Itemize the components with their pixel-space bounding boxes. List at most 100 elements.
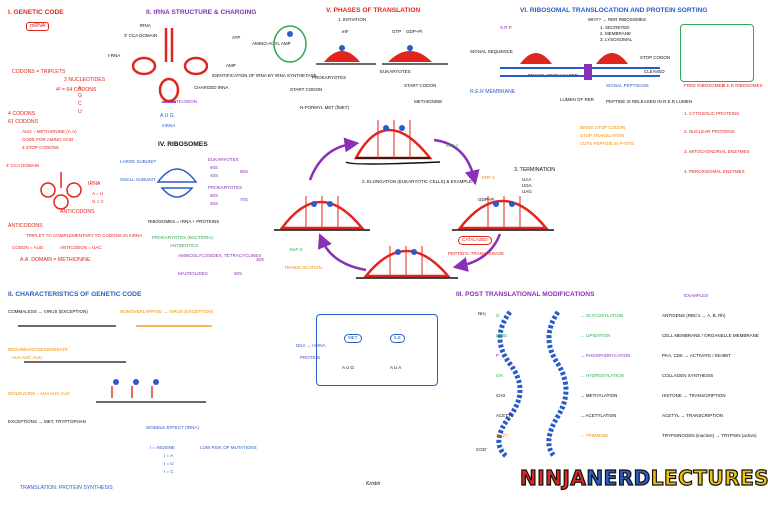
peptidyl-transferase: PEPTIDYL TRANSFERASE xyxy=(448,251,505,256)
initiation-label: 1. INITIATION xyxy=(338,17,367,22)
ptm-label-5: → ACETYLATION xyxy=(580,413,617,418)
base-g: G xyxy=(78,93,83,99)
anticodon-uac: ANTICODON = UAC xyxy=(60,245,102,250)
gdp-pi-label: GDP+Pi xyxy=(478,197,495,202)
trna-structure-title: II. tRNA STRUCTURE & CHARGING xyxy=(146,9,257,16)
termination-label: 3. TERMINATION xyxy=(514,167,556,173)
why-label: WHY? → RER RIBOSOMES xyxy=(588,17,647,22)
free-list-4: 4. PEROXISOMAL ENZYMES xyxy=(684,169,745,174)
trna-cloverleaf-large xyxy=(132,28,208,103)
wobble-note: LOW RISK OF MUTATIONS xyxy=(200,445,257,450)
trna-cloverleaf-small xyxy=(40,172,82,210)
ptm-group-1: LIPID xyxy=(496,333,508,338)
ptm-group-3: OH xyxy=(496,373,503,378)
commaless: COMMALESS → VIRUS (EXCEPTION) xyxy=(8,309,88,314)
ile-badge: ILE xyxy=(390,334,405,343)
ptm-example-1: CELL MEMBRANE / ORGANELLE MEMBRANE xyxy=(662,333,759,338)
free-list-3: 3. MITOCHONDRIAL ENZYMES xyxy=(684,149,750,154)
prokaryotes-ribo: PROKARYOTES xyxy=(208,185,243,190)
codon-type-2: CODE FOR AMINO ACID xyxy=(22,137,74,142)
eef2-label: EeF-2 xyxy=(290,247,303,252)
pair-gc: G ≡ C xyxy=(92,199,104,204)
s60: 60S xyxy=(210,165,219,170)
macrolides: MACROLIDES xyxy=(178,271,208,276)
cuts-peptide: CUTS PEPTIDE IN P-SITE xyxy=(580,141,635,146)
triplet-comp: TRIPLET TO COMPLEMENTARY TO CODONS IN mR… xyxy=(26,233,143,238)
methionine-label: METHIONINE xyxy=(414,99,443,104)
reason-2: 2. MEMBRANE xyxy=(600,31,632,36)
genetic-code-characteristics-drawing xyxy=(18,325,212,403)
codon-type-3: 3 STOP CODONS xyxy=(22,145,59,150)
signal-sequence: SIGNAL SEQUENCE xyxy=(470,49,513,54)
start-codon-prok: START CODON xyxy=(290,87,323,92)
trna-top-label: tRNA xyxy=(140,23,151,28)
erf1-label: ERF-1 xyxy=(482,175,496,180)
nh2-label: NH₂ xyxy=(478,311,487,316)
nonoverlapping: NONOVERLAPPING → VIRUS (EXCEPTION) xyxy=(120,309,214,314)
eif-label: eIF xyxy=(342,29,349,34)
ptm-label-6: → TRIMMING xyxy=(580,433,609,438)
prok-bacteria: PROKARYOTES (BACTERIA) xyxy=(152,235,213,240)
charged-trna: CHARGED tRNA xyxy=(194,85,229,90)
ptm-group-0: G xyxy=(496,313,500,318)
binds-stop: BINDS STOP CODON xyxy=(580,125,626,130)
large-subunit: LARGE SUBUNIT xyxy=(120,159,157,164)
codons-triplets: CODONS = TRIPLETS xyxy=(12,69,66,75)
base-a: A xyxy=(78,86,82,92)
mrna-label: mRNA xyxy=(26,22,50,32)
dna-protein-box xyxy=(316,314,438,386)
initiation-ribosomes xyxy=(316,45,448,65)
ptm-label-3: → HYDROXYLATION xyxy=(580,373,624,378)
ninja-nerd-logo: NINJANERDLECTURES xyxy=(519,465,768,490)
s80: 80S xyxy=(240,169,249,174)
ptm-example-4: HISTONE → TRANSCRIPTION xyxy=(662,393,726,398)
signature: Kristin xyxy=(366,481,381,487)
small-subunit: SMALL SUBUNIT xyxy=(120,177,156,182)
stop-uag: UAG xyxy=(522,189,532,194)
fmet-label: N-FORMYL MET (fMET) xyxy=(300,105,349,110)
gdp-label: GDP+Pi xyxy=(406,29,423,34)
wobble-rule-3: I = U xyxy=(164,461,174,466)
catalyzed-badge: CATALYZED xyxy=(458,236,492,245)
atp-label: ATP xyxy=(232,35,241,40)
nucleotides-label: 3 NUCLEOTIDES xyxy=(64,77,106,83)
s30b: 30S xyxy=(256,257,265,262)
four-codons: 4 CODONS xyxy=(8,111,36,117)
elongation-cycle xyxy=(274,120,554,279)
prokaryotes-label: PROKARYOTES xyxy=(312,75,347,80)
dna-mrna-label: DNA → mRNA xyxy=(296,343,326,348)
cca-domain: 3' CCA DOMAIN xyxy=(6,163,40,168)
s50: 50S xyxy=(210,193,219,198)
ptm-group-2: P xyxy=(496,353,500,358)
signal-peptidase: SIGNAL PEPTIDASE xyxy=(606,83,649,88)
sixty-one-codons: 61 CODONS xyxy=(8,119,38,125)
lumen-label: LUMEN OF RER xyxy=(560,97,595,102)
coo-label: COO⁻ xyxy=(476,447,489,452)
trna-aa: t-RNA xyxy=(108,53,121,58)
brand-ninja: NINJA xyxy=(519,465,587,490)
ptm-label-4: → METHYLATION xyxy=(580,393,618,398)
codon-aug: CODON = AUG xyxy=(12,245,44,250)
reason-1: 1. SECRETED xyxy=(600,25,630,30)
srp-label: S.R.P xyxy=(500,25,512,30)
aminoglycosides: AMINOGLYCOSIDES, TETRACYCLINES xyxy=(178,253,262,258)
ribosome-subunit-drawing xyxy=(156,168,198,198)
aa-domain: A.A. DOMAIN = METHIONINE xyxy=(20,257,91,263)
genetic-code-title: I. GENETIC CODE xyxy=(8,9,64,16)
rer-membrane-drawing xyxy=(500,53,660,80)
anticodons-label: ANTICODONS xyxy=(60,209,95,215)
base-c: C xyxy=(78,101,82,107)
translocation-title: VI. RIBOSOMAL TRANSLOCATION AND PROTEIN … xyxy=(520,7,708,14)
start-codon-euk: START CODON xyxy=(404,83,437,88)
translocation-label: TRANSLOCATION xyxy=(284,265,322,270)
free-list-1: 1. CYTOSOLIC PROTEINS xyxy=(684,111,740,116)
ptm-example-2: PKA, CDK → ACTIVATE / INHIBIT xyxy=(662,353,731,358)
wobble-rule-1: I = INOSINE xyxy=(150,445,175,450)
redundant: REDUNDANT/DEGENERATE xyxy=(8,347,69,352)
ptm-label-1: → LIPIDATION xyxy=(580,333,611,338)
s70: 70S xyxy=(240,197,249,202)
stop-translation: STOP TRANSLATION xyxy=(580,133,625,138)
cleaved-label: CLEAVED xyxy=(644,69,665,74)
ptm-example-3: COLLAGEN SYNTHESIS xyxy=(662,373,714,378)
ptm-group-5: ACETYL xyxy=(496,413,514,418)
